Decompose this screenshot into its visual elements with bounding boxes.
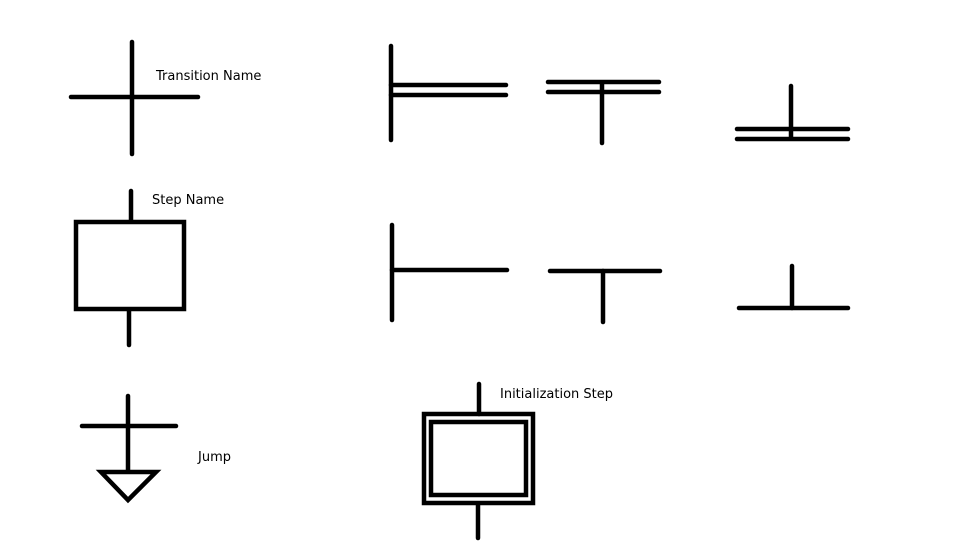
step-name-label: Step Name <box>152 193 224 208</box>
step-symbol <box>73 188 187 348</box>
double-branch-left <box>388 43 509 143</box>
transition-symbol <box>68 39 201 157</box>
jump-label: Jump <box>197 450 231 465</box>
single-branch-left <box>389 222 510 323</box>
single-branch-down <box>547 268 663 325</box>
initialization-step-symbol <box>421 381 536 541</box>
transition-name-label: Transition Name <box>155 69 261 84</box>
init-step-outer-box <box>421 411 536 506</box>
double-branch-down <box>545 79 662 146</box>
jump-arrow-triangle <box>95 469 162 504</box>
double-branch-up <box>734 83 851 142</box>
jump-symbol <box>79 393 179 504</box>
single-branch-up <box>736 263 851 311</box>
init-step-inner-box <box>428 419 529 498</box>
step-box <box>73 219 187 312</box>
initialization-step-label: Initialization Step <box>500 387 613 402</box>
